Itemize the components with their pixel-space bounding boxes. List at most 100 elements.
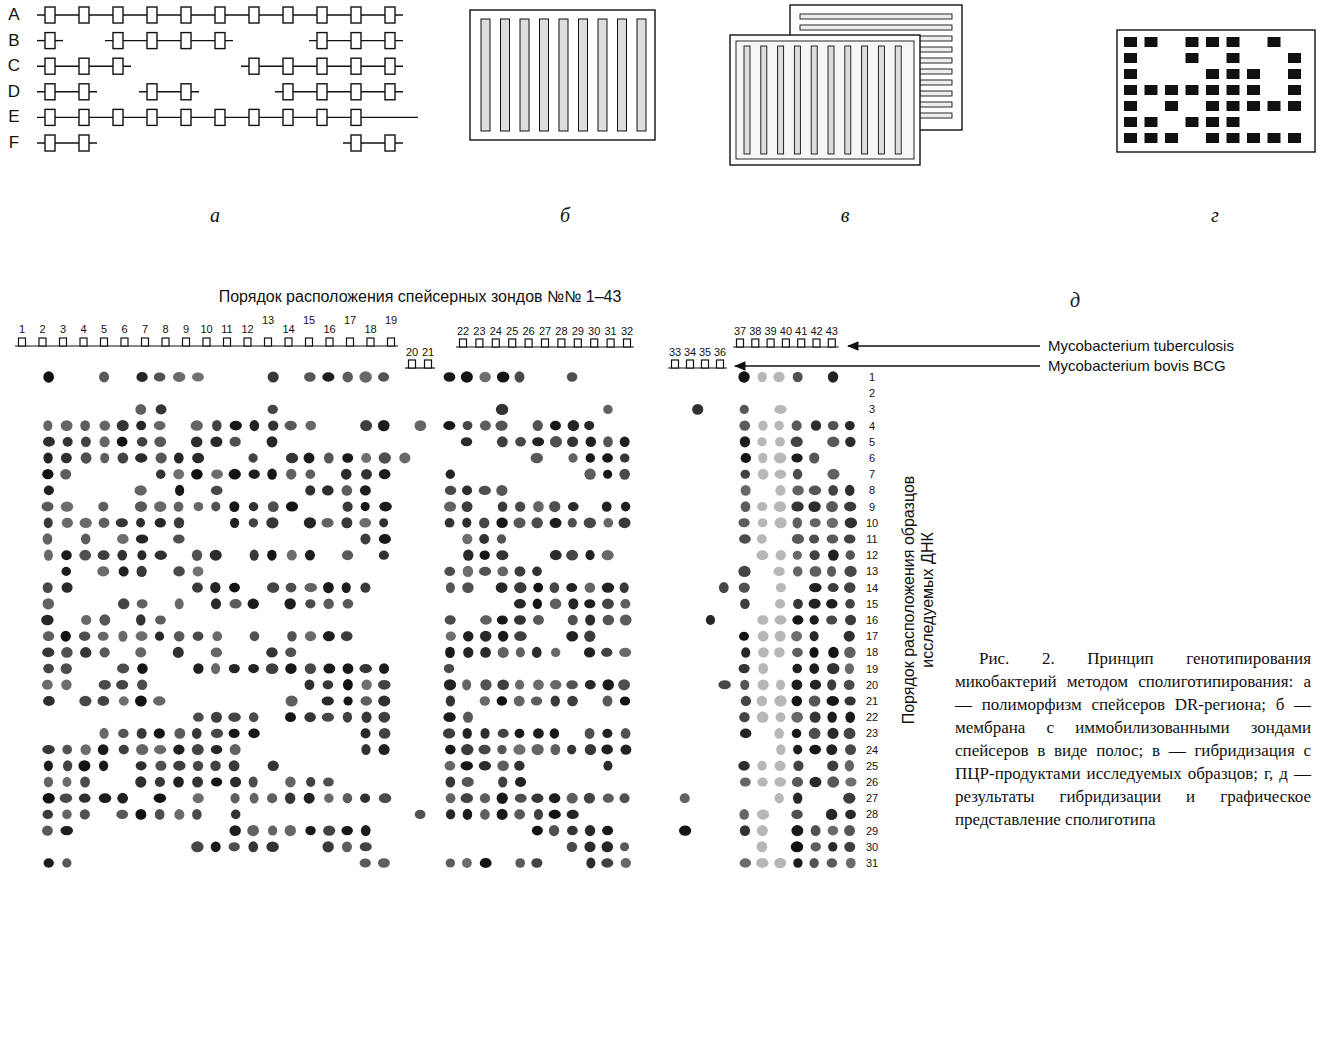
hybrid-dot	[776, 679, 785, 690]
sample-number: 26	[866, 776, 878, 788]
hybridization-blot	[41, 371, 857, 868]
hybrid-dot	[134, 485, 146, 495]
spacer-number: 14	[282, 323, 294, 335]
hybrid-dot	[827, 437, 839, 447]
hybrid-dot	[793, 745, 802, 755]
hybrid-spot	[1124, 53, 1137, 63]
hybrid-dot	[360, 420, 372, 431]
spacer-number: 19	[385, 314, 397, 326]
hybrid-dot	[324, 452, 334, 463]
hybrid-dot	[756, 858, 768, 868]
spacer-box	[249, 58, 259, 74]
hybrid-dot	[568, 420, 580, 431]
hybrid-dot	[156, 404, 167, 414]
hybrid-dot	[621, 858, 631, 868]
hybrid-dot	[304, 712, 316, 722]
hybrid-dot	[844, 825, 855, 836]
hybrid-dot	[135, 404, 146, 415]
hybrid-dot	[117, 437, 128, 447]
hybrid-dot	[568, 598, 578, 609]
hybrid-dot	[415, 810, 426, 819]
hybrid-dot	[845, 485, 855, 496]
hybrid-dot	[845, 599, 855, 608]
hybrid-dot	[117, 550, 127, 561]
hybrid-spot	[1288, 133, 1301, 143]
spacer-box	[385, 33, 395, 49]
hybrid-dot	[286, 502, 298, 512]
spacer-number: 17	[344, 314, 356, 326]
hybrid-dot	[497, 680, 509, 691]
hybrid-dot	[445, 615, 456, 624]
hybrid-dot	[343, 793, 353, 803]
spacer-box	[351, 7, 361, 23]
hybrid-dot	[791, 712, 803, 723]
hybrid-dot	[584, 647, 595, 657]
hybrid-dot	[463, 647, 473, 658]
hybrid-dot	[584, 469, 595, 480]
hybrid-dot	[210, 550, 222, 561]
hybrid-dot	[828, 421, 839, 430]
spacer-probe	[607, 339, 614, 347]
hybrid-dot	[78, 760, 90, 771]
hybrid-dot	[809, 858, 818, 868]
hybrid-dot	[41, 615, 54, 625]
hybrid-dot	[378, 712, 390, 723]
sample-number: 9	[869, 501, 875, 513]
hybrid-dot	[191, 841, 203, 852]
hybrid-dot	[211, 663, 220, 674]
hybrid-dot	[792, 420, 802, 431]
hybrid-dot	[136, 631, 148, 641]
hybrid-dot	[79, 696, 91, 706]
hybrid-dot	[230, 518, 239, 528]
hybrid-dot	[444, 664, 454, 673]
hybrid-dot	[567, 372, 577, 382]
hybrid-dot	[793, 517, 803, 528]
hybrid-dot	[741, 453, 751, 463]
hybrid-dot	[192, 453, 204, 463]
hybrid-dot	[460, 761, 473, 770]
hybrid-dot	[601, 745, 613, 755]
hybrid-dot	[43, 631, 54, 641]
hybrid-dot	[602, 729, 612, 738]
hybrid-dot	[284, 598, 295, 609]
axis-title: Порядок расположения образцов исследуемы…	[899, 455, 937, 745]
hybrid-dot	[137, 599, 148, 608]
hybrid-dot	[809, 486, 821, 496]
hybrid-dot	[550, 421, 561, 431]
spacer-number: 36	[714, 346, 726, 358]
hybrid-dot	[601, 648, 612, 657]
spacer-box	[249, 7, 259, 23]
strain-label: Mycobacterium bovis BCG	[1048, 358, 1226, 375]
hybrid-dot	[758, 518, 768, 527]
hybrid-dot	[192, 550, 202, 561]
hybrid-dot	[62, 518, 73, 528]
spacer-box	[317, 7, 327, 23]
hybrid-dot	[360, 485, 371, 495]
hybrid-dot	[287, 631, 297, 641]
hybrid-dot	[341, 517, 352, 528]
hybrid-dot	[341, 826, 352, 835]
spacer-number: 21	[422, 346, 434, 358]
spacer-box	[113, 33, 123, 49]
hybrid-dot	[533, 501, 544, 512]
hybrid-dot	[285, 777, 296, 788]
hybrid-dot	[305, 599, 315, 608]
hybrid-dot	[323, 777, 334, 786]
hybrid-dot	[175, 485, 184, 496]
hybrid-dot	[99, 614, 110, 625]
hybrid-dot	[248, 729, 259, 739]
hybrid-dot	[266, 841, 278, 852]
hybrid-dot	[679, 825, 691, 835]
hybrid-dot	[192, 776, 203, 787]
hybrid-dot	[480, 793, 490, 803]
hybrid-dot	[342, 582, 351, 593]
hybrid-dot	[461, 793, 473, 803]
hybrid-dot	[361, 453, 371, 463]
spacer-number: 6	[121, 323, 127, 335]
hybrid-dot	[774, 728, 784, 739]
hybrid-dot	[211, 469, 223, 479]
hybrid-spot	[1186, 117, 1199, 127]
spacer-probe	[672, 360, 679, 368]
hybrid-dot	[463, 550, 473, 561]
hybrid-dot	[462, 534, 472, 544]
